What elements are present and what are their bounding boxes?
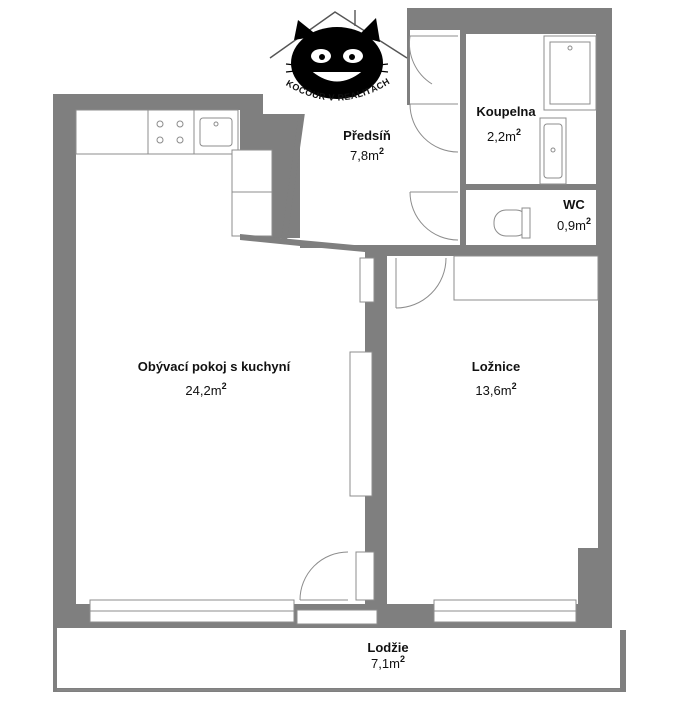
room-name-wc: WC: [563, 197, 585, 212]
room-floors: [57, 30, 620, 688]
kitchen-unit: [75, 109, 273, 237]
doors: [299, 35, 459, 601]
room-name-obyvaci: Obývací pokoj s kuchyní: [138, 359, 291, 374]
room-name-koupelna: Koupelna: [476, 104, 536, 119]
fridge: [231, 149, 273, 237]
room-area-obyvaci: 24,2m2: [185, 381, 226, 398]
room-area-predsin: 7,8m2: [350, 146, 384, 163]
cat-face-icon: [285, 18, 389, 99]
partitions: [240, 28, 596, 604]
room-name-predsin: Předsíň: [343, 128, 391, 143]
cooktop: [147, 109, 195, 155]
room-labels: Předsíň 7,8m2 Koupelna 2,2m2 WC 0,9m2 Ob…: [138, 104, 591, 671]
room-name-loznice: Ložnice: [472, 359, 520, 374]
bedroom-wardrobe: [453, 255, 599, 301]
room-area-loznice: 13,6m2: [475, 381, 516, 398]
room-area-koupelna: 2,2m2: [487, 127, 521, 144]
room-name-lodzie: Lodžie: [367, 640, 408, 655]
room-area-wc: 0,9m2: [557, 216, 591, 233]
windows: [89, 599, 577, 625]
bathroom-fixtures: [493, 35, 597, 239]
room-area-lodzie: 7,1m2: [371, 654, 405, 671]
logo: KOCOUR V REALITÁCH: [263, 8, 408, 114]
